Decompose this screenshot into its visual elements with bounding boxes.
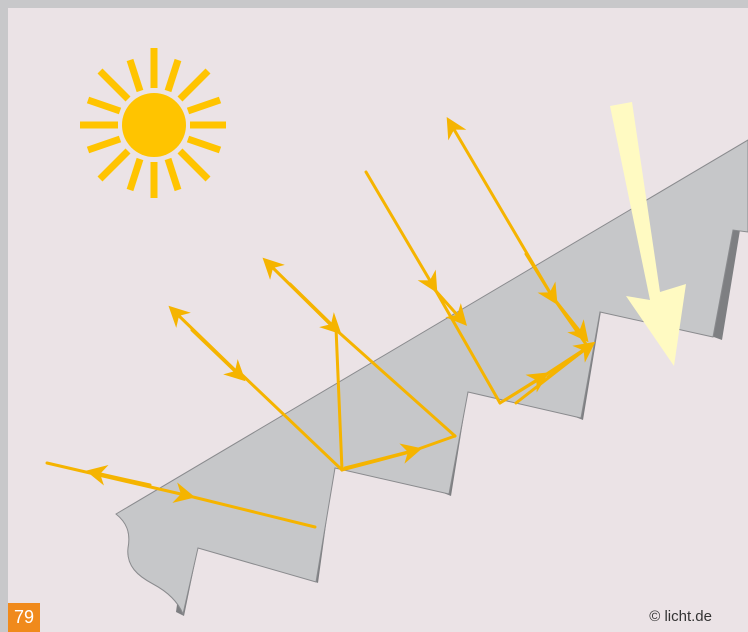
ray-reflect-1-arrow xyxy=(192,330,238,374)
ray-low-reflected xyxy=(96,473,150,485)
figure-number-badge: 79 xyxy=(8,603,40,632)
copyright-label: © licht.de xyxy=(649,608,712,625)
sun-icon xyxy=(80,48,226,198)
louvre-profile xyxy=(116,140,748,614)
ray-3-incoming xyxy=(366,172,432,284)
ray-low-incoming xyxy=(47,463,185,495)
ray-reflect-2-arrow xyxy=(290,284,334,327)
